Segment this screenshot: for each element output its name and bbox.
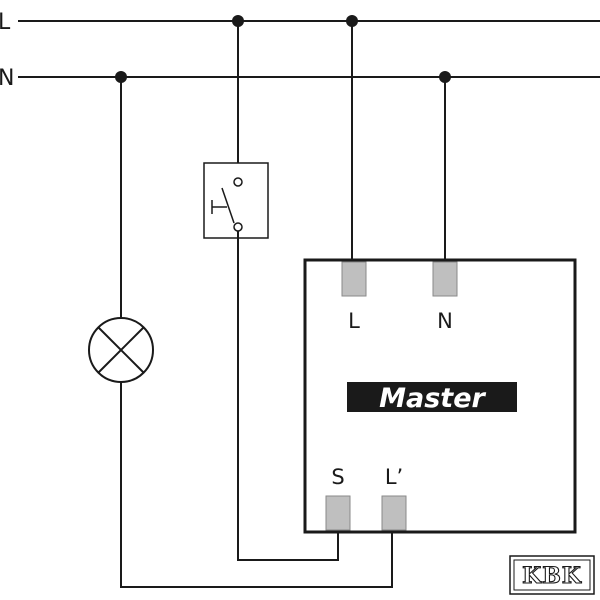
lamp-icon [88,317,154,383]
terminal-l-prime-label: L’ [385,465,403,489]
neutral-bus-label: N [0,66,14,91]
kbk-logo-text: KBK [522,563,582,589]
terminal-l-label: L [348,309,360,333]
pushbutton-switch-icon [203,162,269,239]
terminal-l-prime [381,495,407,531]
terminal-n [432,261,458,297]
lamp-wire-to-output [120,382,393,588]
switch-wire-to-s [237,231,339,561]
kbk-logo: KBK [509,555,595,595]
live-bus-label: L [0,10,11,35]
terminal-l [341,261,367,297]
master-label-bg [347,382,517,412]
terminal-s-label: S [331,465,344,489]
master-title: Master [379,383,486,414]
terminal-n-label: N [437,309,453,333]
terminal-s [325,495,351,531]
